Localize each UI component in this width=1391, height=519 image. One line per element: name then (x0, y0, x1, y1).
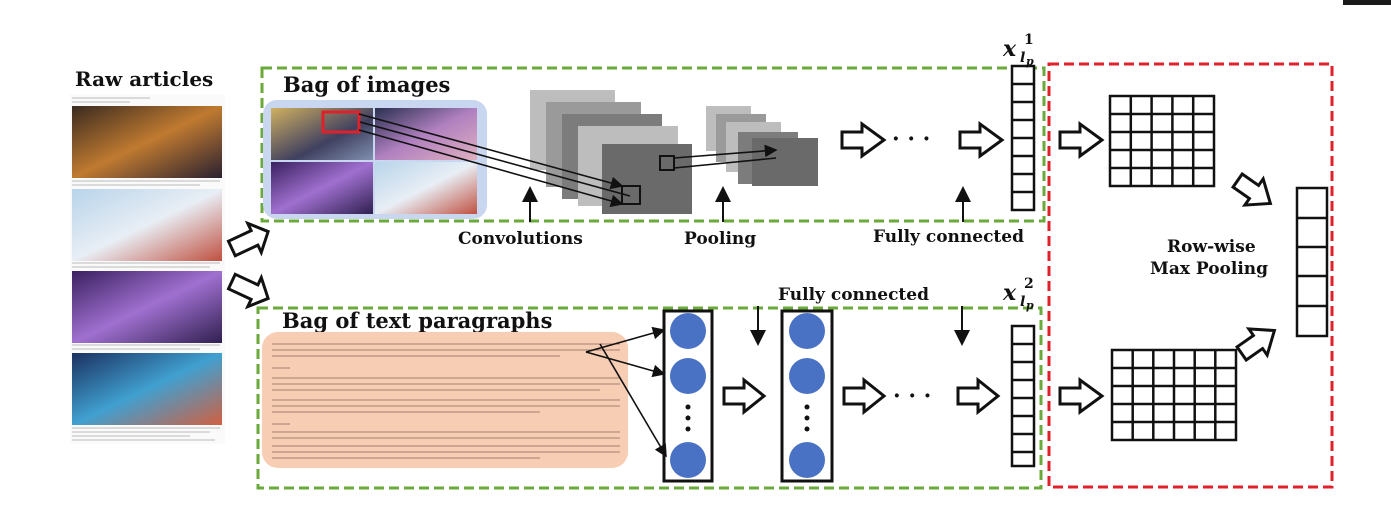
bag-of-images-label: Bag of images (283, 72, 450, 97)
raw-article-thumbnails (70, 94, 225, 444)
convolutions-label: Convolutions (458, 229, 583, 249)
svg-text:x: x (1002, 280, 1017, 306)
text-flow-arrow-3 (956, 376, 1001, 416)
text-layer-2 (780, 309, 834, 483)
text-to-layer-lines (585, 326, 667, 458)
matrix-bottom-to-output-arrow (1234, 327, 1277, 363)
top-flow-arrow-1 (840, 121, 887, 159)
x-lp-1-symbol: x l p 1 (1002, 32, 1034, 68)
convolution-feature-maps (530, 90, 692, 214)
article-image-1 (72, 106, 222, 178)
image-bag-grid (271, 108, 477, 214)
image-feature-vector (1010, 64, 1036, 212)
text-branch-box (256, 306, 1043, 490)
fusion-arrow-top (1058, 121, 1105, 159)
x-lp-2-symbol: x l p 2 (1002, 276, 1034, 312)
article-image-3 (72, 271, 222, 343)
fused-output-vector (1295, 186, 1329, 338)
fusion-box (1047, 62, 1334, 489)
top-flow-arrow-2 (958, 121, 1005, 159)
svg-text:x: x (1002, 36, 1017, 62)
receptive-field-box (321, 110, 361, 134)
svg-text:2: 2 (1024, 276, 1034, 292)
article-image-4 (72, 353, 222, 425)
svg-text:l: l (1020, 294, 1025, 310)
svg-text:1: 1 (1024, 32, 1034, 48)
bag-of-text-label: Bag of text paragraphs (282, 308, 552, 333)
svg-text:p: p (1026, 299, 1034, 312)
pooling-feature-maps (706, 106, 818, 186)
article-to-images-arrow (226, 220, 270, 258)
image-branch-box (260, 66, 1046, 223)
fully-connected-bottom-label: Fully connected (778, 285, 929, 305)
pooling-label: Pooling (684, 229, 756, 249)
text-feature-matrix (1110, 348, 1238, 442)
matrix-top-to-output-arrow (1230, 171, 1273, 207)
fully-connected-top-label: Fully connected (873, 227, 1024, 247)
text-bag-lines (272, 343, 620, 459)
text-flow-arrow-1 (722, 376, 767, 416)
top-ellipsis: · · · (892, 126, 930, 152)
text-feature-vector (1010, 324, 1036, 468)
text-flow-arrow-2 (842, 376, 887, 416)
svg-text:p: p (1026, 55, 1034, 68)
fusion-arrow-bottom (1058, 377, 1105, 415)
receptive-field-lines (358, 113, 778, 208)
corner-strip (1343, 0, 1391, 5)
article-image-2 (72, 189, 222, 261)
image-feature-matrix (1108, 94, 1216, 188)
svg-text:l: l (1020, 50, 1025, 66)
raw-articles-label: Raw articles (75, 67, 213, 91)
article-to-text-arrow (226, 272, 270, 310)
bottom-ellipsis: · · · (893, 383, 931, 409)
max-pooling-label: Max Pooling (1150, 259, 1268, 279)
text-layer-1 (662, 309, 714, 483)
row-wise-label: Row-wise (1167, 237, 1256, 257)
